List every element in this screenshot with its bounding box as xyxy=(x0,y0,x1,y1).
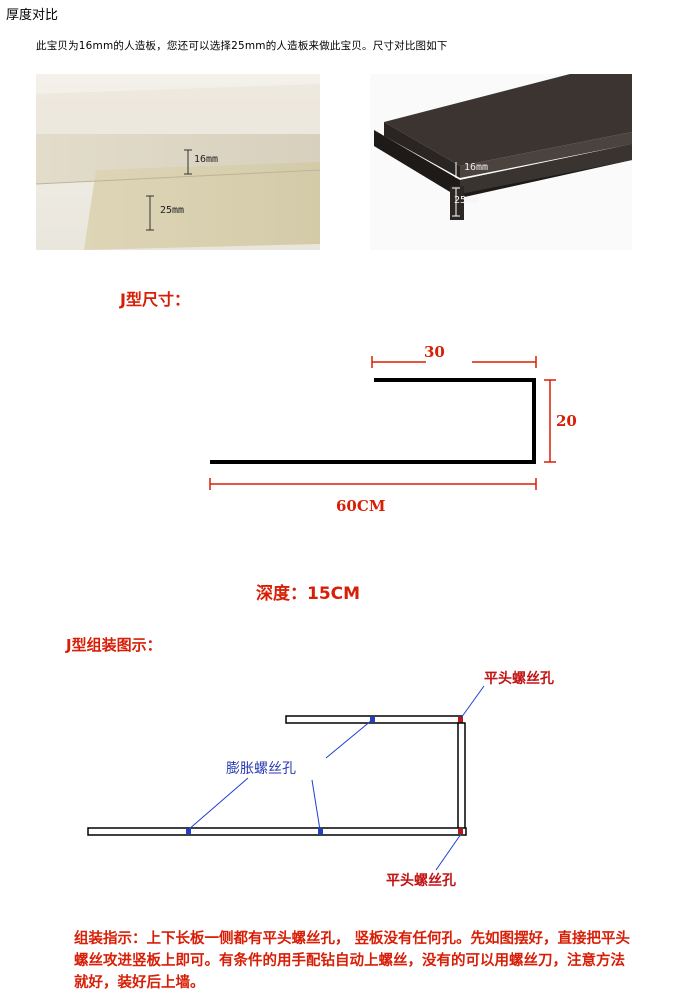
dimension-bottom-width: 60CM xyxy=(336,497,386,515)
dark-thick-label: 25mm xyxy=(454,195,479,206)
depth-label: 深度：15CM xyxy=(256,584,361,604)
light-thick-label: 25mm xyxy=(160,205,185,216)
j-size-title: J型尺寸： xyxy=(120,290,190,309)
page-heading: 厚度对比 xyxy=(6,8,59,23)
dark-board-photo: 16mm 25mm xyxy=(370,74,632,250)
expansion-screw-hole-label: 膨胀螺丝孔 xyxy=(226,761,296,777)
flat-head-hole-label-bottom: 平头螺丝孔 xyxy=(386,873,456,889)
j-shape-dimension-diagram xyxy=(209,356,556,490)
assembly-diagram xyxy=(87,685,485,871)
dimension-height: 20 xyxy=(556,412,577,430)
flat-head-hole-label-top: 平头螺丝孔 xyxy=(484,671,554,687)
light-thin-label: 16mm xyxy=(194,154,219,165)
dimension-top-width: 30 xyxy=(424,343,445,361)
intro-text: 此宝贝为16mm的人造板，您还可以选择25mm的人造板来做此宝贝。尺寸对比图如下 xyxy=(36,40,448,52)
assembly-instructions: 组装指示：上下长板一侧都有平头螺丝孔， 竖板没有任何孔。先如图摆好，直接把平头螺… xyxy=(74,930,631,991)
dark-thin-label: 16mm xyxy=(464,162,489,173)
assembly-title: J型组装图示： xyxy=(66,636,162,654)
light-board-photo: 16mm 25mm xyxy=(36,74,320,250)
